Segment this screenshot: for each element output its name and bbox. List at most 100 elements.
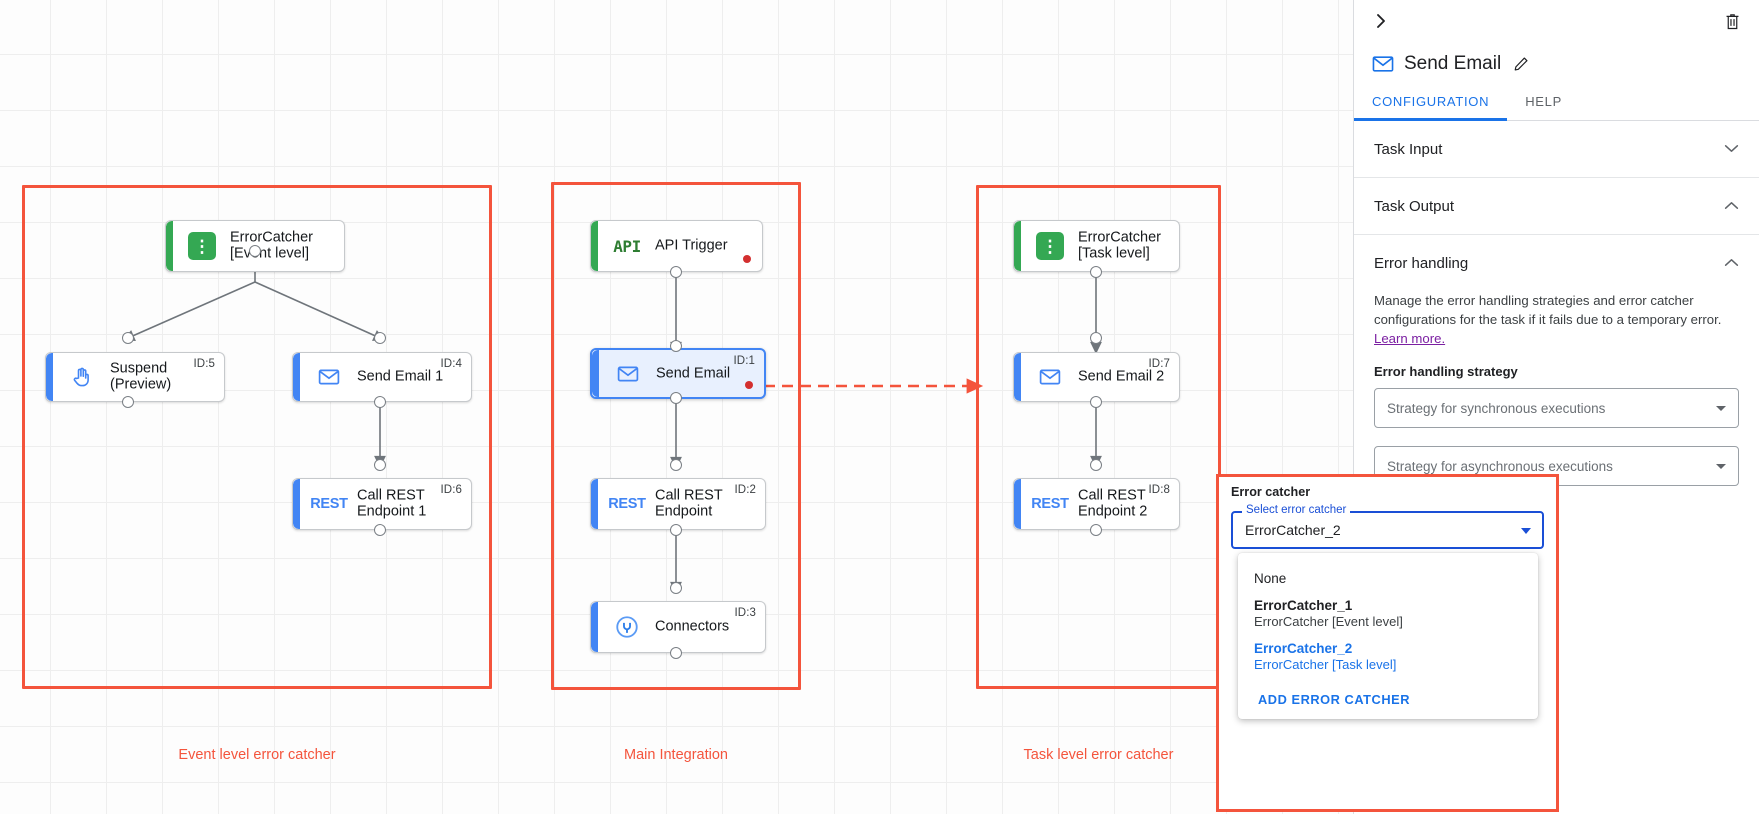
section-error-handling: Error handling Manage the error handling… <box>1354 235 1759 506</box>
node-port-in[interactable] <box>670 582 682 594</box>
pencil-icon[interactable] <box>1511 54 1531 74</box>
sync-strategy-select[interactable]: Strategy for synchronous executions <box>1374 388 1739 428</box>
node-id-tag: ID:2 <box>734 484 756 496</box>
node-title: API Trigger <box>655 237 728 254</box>
node-title: Call REST Endpoint <box>655 487 723 519</box>
group-caption-main-integration: Main Integration <box>624 747 728 763</box>
node-id-tag: ID:7 <box>1148 358 1170 370</box>
node-port-out[interactable] <box>1090 266 1102 278</box>
node-port-out[interactable] <box>1090 524 1102 536</box>
node-port-out[interactable] <box>122 396 134 408</box>
tab-help[interactable]: HELP <box>1525 94 1562 109</box>
node-port-out[interactable] <box>374 396 386 408</box>
node-id-tag: ID:3 <box>734 607 756 619</box>
menu-item-secondary: ErrorCatcher [Event level] <box>1254 614 1403 629</box>
node-port-in[interactable] <box>374 459 386 471</box>
node-title: Connectors <box>655 618 730 635</box>
node-title: ErrorCatcher [Task level] <box>1078 229 1161 261</box>
workflow-canvas[interactable]: Event level error catcher Main Integrati… <box>0 0 1353 814</box>
trash-icon[interactable] <box>1719 8 1745 34</box>
learn-more-link[interactable]: Learn more. <box>1374 331 1446 346</box>
node-port-out[interactable] <box>670 524 682 536</box>
panel-tabs: CONFIGURATION HELP <box>1354 94 1759 121</box>
section-label: Task Output <box>1374 197 1455 215</box>
rest-icon: REST <box>608 496 646 512</box>
node-port-in[interactable] <box>122 332 134 344</box>
node-accent-bar <box>166 221 173 271</box>
tab-configuration[interactable]: CONFIGURATION <box>1354 94 1508 121</box>
chevron-right-icon[interactable] <box>1368 8 1394 34</box>
node-title: ErrorCatcher [Event level] <box>230 229 313 261</box>
panel-title-row: Send Email <box>1354 42 1759 82</box>
node-error-catcher-task-level[interactable]: ⋮ ErrorCatcher [Task level] <box>1013 220 1180 272</box>
node-api-trigger[interactable]: API API Trigger <box>590 220 763 272</box>
node-accent-bar <box>592 350 599 397</box>
menu-item-primary: ErrorCatcher_1 <box>1254 598 1353 613</box>
node-port-in[interactable] <box>1090 332 1102 344</box>
node-accent-bar <box>1014 221 1021 271</box>
node-port-out[interactable] <box>249 245 261 257</box>
node-error-dot <box>745 381 753 389</box>
node-accent-bar <box>591 221 598 271</box>
node-accent-bar <box>1014 353 1021 401</box>
node-accent-bar <box>293 479 300 529</box>
hand-icon <box>66 361 98 393</box>
panel-task-title: Send Email <box>1404 53 1502 74</box>
node-port-in[interactable] <box>670 340 682 352</box>
node-port-in[interactable] <box>1090 459 1102 471</box>
add-error-catcher-button[interactable]: ADD ERROR CATCHER <box>1258 692 1411 707</box>
section-label: Error handling <box>1374 254 1469 272</box>
group-box-event-level <box>22 185 492 689</box>
node-send-email-2[interactable]: Send Email 2 ID:7 <box>1013 352 1180 402</box>
node-accent-bar <box>293 353 300 401</box>
node-port-in[interactable] <box>670 459 682 471</box>
node-title: Send Email <box>656 364 731 381</box>
node-title: Send Email 1 <box>357 368 444 385</box>
error-catcher-inner: Error catcher Select error catcher Error… <box>1219 477 1556 549</box>
group-box-main-integration <box>551 182 801 690</box>
menu-item-none[interactable]: None <box>1238 565 1538 592</box>
section-error-handling-header[interactable]: Error handling <box>1374 235 1739 291</box>
node-title: Call REST Endpoint 1 <box>357 487 427 519</box>
node-error-catcher-event-level[interactable]: ⋮ ErrorCatcher [Event level] <box>165 220 345 272</box>
error-catcher-label: Error catcher <box>1231 485 1311 499</box>
node-port-out[interactable] <box>670 647 682 659</box>
node-id-tag: ID:6 <box>440 484 462 496</box>
node-accent-bar <box>46 353 53 401</box>
error-handling-strategy-label: Error handling strategy <box>1374 364 1518 379</box>
node-suspend-preview[interactable]: Suspend (Preview) ID:5 <box>45 352 225 402</box>
envelope-icon <box>1372 55 1394 73</box>
node-call-rest-endpoint-2[interactable]: REST Call REST Endpoint 2 ID:8 <box>1013 478 1180 530</box>
menu-item-errorcatcher-1[interactable]: ErrorCatcher_1 ErrorCatcher [Event level… <box>1238 592 1538 635</box>
node-id-tag: ID:1 <box>733 355 755 367</box>
node-port-out[interactable] <box>670 392 682 404</box>
error-catcher-icon: ⋮ <box>186 230 218 262</box>
error-catcher-select[interactable]: Select error catcher ErrorCatcher_2 <box>1231 504 1544 549</box>
rest-icon: REST <box>310 496 348 512</box>
node-send-email-1[interactable]: Send Email 1 ID:4 <box>292 352 472 402</box>
node-connectors[interactable]: Connectors ID:3 <box>590 601 766 653</box>
error-catcher-dropdown-menu[interactable]: None ErrorCatcher_1 ErrorCatcher [Event … <box>1238 553 1538 719</box>
section-task-input: Task Input <box>1354 121 1759 178</box>
menu-item-errorcatcher-2[interactable]: ErrorCatcher_2 ErrorCatcher [Task level] <box>1238 635 1538 678</box>
menu-item-secondary: ErrorCatcher [Task level] <box>1254 657 1397 672</box>
chevron-down-icon <box>1716 464 1726 469</box>
error-catcher-icon: ⋮ <box>1034 230 1066 262</box>
chevron-down-icon[interactable] <box>1724 142 1739 156</box>
section-task-output-header[interactable]: Task Output <box>1374 178 1739 234</box>
error-handling-description: Manage the error handling strategies and… <box>1374 291 1739 348</box>
section-task-input-header[interactable]: Task Input <box>1374 121 1739 177</box>
error-catcher-highlight-block: Error catcher Select error catcher Error… <box>1216 474 1559 812</box>
node-call-rest-endpoint-1[interactable]: REST Call REST Endpoint 1 ID:6 <box>292 478 472 530</box>
node-call-rest-endpoint[interactable]: REST Call REST Endpoint ID:2 <box>590 478 766 530</box>
node-port-in[interactable] <box>374 332 386 344</box>
node-port-out[interactable] <box>1090 396 1102 408</box>
chevron-up-icon[interactable] <box>1724 256 1739 270</box>
node-accent-bar <box>591 602 598 652</box>
node-port-out[interactable] <box>374 524 386 536</box>
chevron-up-icon[interactable] <box>1724 199 1739 213</box>
envelope-icon <box>1034 361 1066 393</box>
envelope-icon <box>612 358 644 390</box>
menu-item-primary: None <box>1254 571 1287 586</box>
node-port-out[interactable] <box>670 266 682 278</box>
